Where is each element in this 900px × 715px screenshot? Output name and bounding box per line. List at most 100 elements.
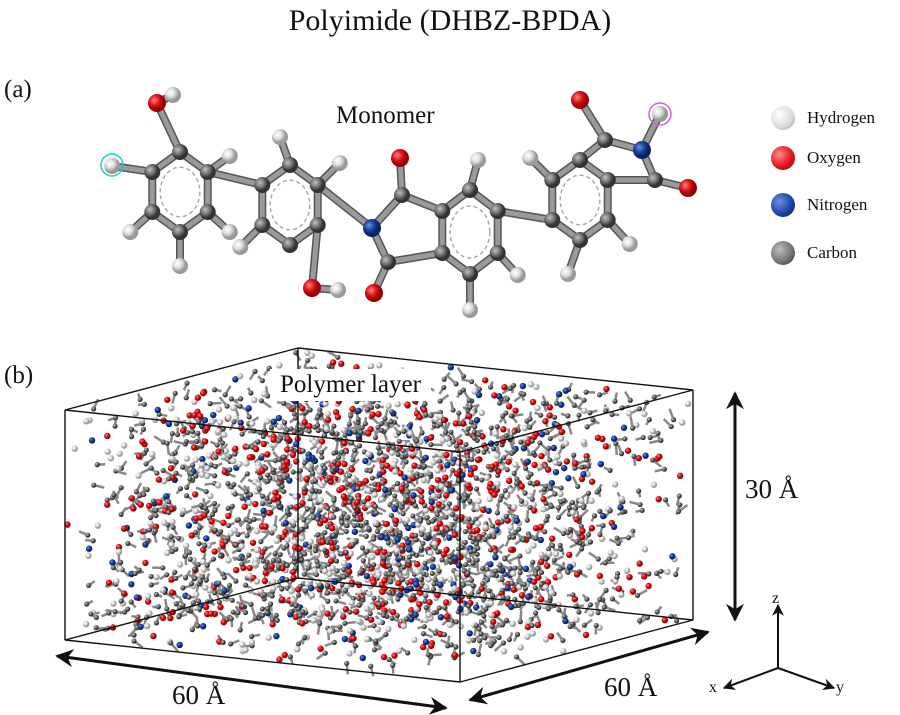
polymer-atom-C xyxy=(190,600,196,606)
polymer-atom-C xyxy=(476,431,482,438)
polymer-atom-H xyxy=(406,471,414,478)
polymer-atom-C xyxy=(246,552,252,558)
polymer-atom-C xyxy=(363,519,369,526)
polymer-atom-C xyxy=(422,401,428,407)
polymer-atom-C xyxy=(350,457,356,463)
polymer-atom-N xyxy=(508,603,515,611)
polymer-atom-C xyxy=(430,518,436,524)
polymer-atom-C xyxy=(390,445,397,451)
polymer-atom-O xyxy=(588,524,596,532)
polymer-atom-H xyxy=(360,624,367,631)
polymer-atom-C xyxy=(252,368,258,374)
polymer-atom-C xyxy=(84,601,90,607)
polymer-atom-H xyxy=(347,550,354,557)
polymer-atom-C xyxy=(482,536,488,543)
polymer-atom-C xyxy=(578,523,584,529)
polymer-atom-H xyxy=(215,428,222,435)
polymer-atom-C xyxy=(292,565,299,571)
polymer-atom-C xyxy=(186,549,193,556)
polymer-atom-C xyxy=(128,531,134,538)
polymer-atom-O xyxy=(233,566,240,574)
polymer-atom-O xyxy=(299,499,306,507)
polymer-atom-O xyxy=(488,463,496,470)
polymer-atom-C xyxy=(557,566,563,572)
polymer-atom-H xyxy=(368,604,376,611)
box-edge xyxy=(64,577,299,641)
polymer-atom-O xyxy=(120,525,128,532)
polymer-atom-C xyxy=(499,622,506,628)
polymer-atom-O xyxy=(491,392,498,399)
polymer-atom-O xyxy=(531,507,538,514)
polymer-atom-C xyxy=(470,560,476,566)
polymer-atom-C xyxy=(104,497,110,503)
polymer-atom-C xyxy=(331,459,338,465)
polymer-atom-C xyxy=(106,610,112,616)
polymer-atom-C xyxy=(260,433,266,440)
polymer-atom-O xyxy=(328,557,335,565)
polymer-atom-C xyxy=(180,585,186,591)
polymer-atom-C xyxy=(184,484,190,490)
polymer-atom-C xyxy=(627,397,633,403)
polymer-atom-C xyxy=(243,489,249,495)
polymer-atom-C xyxy=(553,400,560,406)
polymer-atom-C xyxy=(258,554,265,560)
polymer-atom-O xyxy=(341,460,348,468)
polymer-atom-H xyxy=(462,549,469,556)
polymer-atom-C xyxy=(345,481,351,487)
polymer-atom-N xyxy=(519,382,527,390)
legend-label: Oxygen xyxy=(807,148,861,167)
polymer-atom-C xyxy=(600,522,606,529)
polymer-atom-C xyxy=(352,504,358,511)
polymer-atom-C xyxy=(654,570,660,576)
polymer-atom-C xyxy=(192,575,198,582)
polymer-atom-C xyxy=(258,538,264,545)
polymer-atom-N xyxy=(496,393,503,400)
polymer-atom-H xyxy=(451,585,458,592)
polymer-atom-C xyxy=(517,569,523,576)
polymer-atom-C xyxy=(197,578,203,584)
polymer-atom-H xyxy=(363,605,371,612)
polymer-atom-C xyxy=(661,466,668,472)
polymer-atom-H xyxy=(439,437,446,444)
polymer-atom-O xyxy=(220,618,227,626)
polymer-atom-O xyxy=(301,418,308,426)
polymer-atom-O xyxy=(538,452,545,460)
polymer-atom-C xyxy=(322,650,328,656)
polymer-atom-C xyxy=(368,663,374,669)
polymer-atom-C xyxy=(434,511,440,518)
polymer-atom-C xyxy=(419,494,425,500)
polymer-atom-O xyxy=(188,532,195,539)
polymer-atom-C xyxy=(346,499,353,505)
polymer-atom-C xyxy=(469,378,475,385)
polymer-atom-C xyxy=(346,421,352,427)
polymer-atom-C xyxy=(352,429,358,435)
polymer-atom-O xyxy=(548,535,556,542)
polymer-atom-O xyxy=(464,482,472,489)
polymer-atom-C xyxy=(368,404,375,410)
polymer-atom-H xyxy=(534,404,541,412)
polymer-atom-N xyxy=(199,623,207,630)
polymer-atom-H xyxy=(414,568,421,576)
polymer-atom-H xyxy=(311,439,318,446)
polymer-atom-H xyxy=(633,421,640,429)
legend-label: Carbon xyxy=(807,243,858,262)
polymer-atom-C xyxy=(466,557,472,563)
polymer-atom-H xyxy=(411,636,418,643)
polymer-atom-C xyxy=(350,480,357,486)
polymer-atom-H xyxy=(193,591,200,598)
polymer-atom-O xyxy=(142,559,149,567)
polymer-atom-O xyxy=(168,505,176,513)
polymer-atom-H xyxy=(540,506,547,513)
polymer-atom-H xyxy=(318,503,325,511)
polymer-atom-C xyxy=(500,640,507,646)
polymer-atom-O xyxy=(318,438,326,445)
polymer-atom-C xyxy=(386,563,392,569)
polymer-atom-C xyxy=(557,461,563,467)
polymer-atom-O xyxy=(380,468,387,475)
polymer-atom-C xyxy=(407,477,413,484)
polymer-atom-C xyxy=(479,477,485,483)
polymer-atom-C xyxy=(517,618,523,625)
polymer-atom-C xyxy=(597,596,603,602)
polymer-atom-O xyxy=(451,652,459,659)
polymer-atom-O xyxy=(531,461,538,469)
